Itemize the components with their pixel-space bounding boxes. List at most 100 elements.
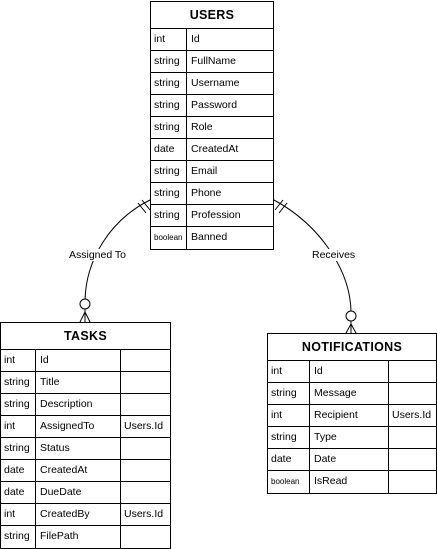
attribute-reference bbox=[389, 383, 437, 404]
attribute-type: int bbox=[271, 365, 283, 377]
attribute-type: string bbox=[271, 387, 297, 399]
attribute-row[interactable]: date DueDate bbox=[1, 482, 170, 504]
attribute-type: int bbox=[4, 354, 16, 366]
attribute-reference bbox=[121, 438, 173, 459]
attribute-name: Type bbox=[314, 431, 337, 443]
attribute-row[interactable]: int Id bbox=[151, 29, 273, 51]
attribute-name: Date bbox=[314, 453, 337, 465]
attribute-name: Phone bbox=[191, 187, 222, 199]
attribute-reference bbox=[121, 350, 173, 371]
attribute-name: FullName bbox=[191, 55, 236, 67]
entity-title: USERS bbox=[151, 2, 273, 29]
attribute-name: Id bbox=[314, 365, 323, 377]
attribute-type: boolean bbox=[154, 233, 183, 242]
entity-title: NOTIFICATIONS bbox=[268, 334, 436, 361]
attribute-row[interactable]: string Type bbox=[268, 427, 436, 449]
attribute-type: int bbox=[4, 420, 16, 432]
attribute-row[interactable]: string Username bbox=[151, 73, 273, 95]
assigned-to-crow-right bbox=[84, 311, 91, 323]
attribute-row[interactable]: boolean IsRead bbox=[268, 471, 436, 493]
attribute-row[interactable]: date CreatedAt bbox=[151, 139, 273, 161]
attribute-type: int bbox=[154, 33, 166, 45]
receives-one-bar-2 bbox=[278, 202, 288, 214]
attribute-row[interactable]: string Description bbox=[1, 394, 170, 416]
attribute-reference: Users.Id bbox=[124, 508, 164, 520]
attribute-name: Recipient bbox=[314, 409, 358, 421]
attribute-name: IsRead bbox=[314, 475, 348, 487]
attribute-reference bbox=[389, 471, 437, 493]
attribute-reference bbox=[389, 361, 437, 382]
attribute-type: string bbox=[154, 77, 180, 89]
attribute-row[interactable]: boolean Banned bbox=[151, 227, 273, 249]
attribute-type: string bbox=[4, 398, 30, 410]
attribute-type: date bbox=[4, 486, 25, 498]
attribute-row[interactable]: int CreatedBy Users.Id bbox=[1, 504, 170, 526]
attribute-reference bbox=[121, 460, 173, 481]
attribute-row[interactable]: int Id bbox=[268, 361, 436, 383]
assigned-to-one-bar-1 bbox=[137, 202, 147, 214]
attribute-reference: Users.Id bbox=[124, 420, 164, 432]
attribute-name: Id bbox=[191, 33, 200, 45]
relationship-label-receives: Receives bbox=[310, 249, 358, 261]
attribute-reference bbox=[121, 526, 173, 548]
attribute-reference bbox=[121, 482, 173, 503]
attribute-name: Profession bbox=[191, 209, 241, 221]
attribute-row[interactable]: string Message bbox=[268, 383, 436, 405]
receives-crow-left bbox=[345, 323, 352, 334]
attribute-row[interactable]: string Role bbox=[151, 117, 273, 139]
attribute-type: string bbox=[4, 530, 30, 542]
attribute-name: CreatedAt bbox=[191, 143, 239, 155]
attribute-type: date bbox=[271, 453, 292, 465]
attribute-type: string bbox=[154, 187, 180, 199]
attribute-name: Description bbox=[40, 398, 93, 410]
receives-crow-right bbox=[350, 323, 357, 334]
attribute-row[interactable]: date CreatedAt bbox=[1, 460, 170, 482]
attribute-reference bbox=[121, 394, 173, 415]
attribute-type: date bbox=[154, 143, 175, 155]
attribute-name: DueDate bbox=[40, 486, 82, 498]
assigned-to-line bbox=[84, 199, 151, 304]
attribute-type: string bbox=[154, 55, 180, 67]
attribute-type: date bbox=[4, 464, 25, 476]
assigned-to-crow-left bbox=[79, 311, 86, 323]
relationship-label-assigned-to: Assigned To bbox=[67, 249, 129, 261]
attribute-name: Title bbox=[40, 376, 60, 388]
attribute-name: CreatedAt bbox=[40, 464, 88, 476]
attribute-reference bbox=[389, 449, 437, 470]
attribute-type: int bbox=[271, 409, 283, 421]
attribute-reference: Users.Id bbox=[392, 409, 432, 421]
attribute-row[interactable]: string Phone bbox=[151, 183, 273, 205]
attribute-row[interactable]: string FullName bbox=[151, 51, 273, 73]
attribute-name: Message bbox=[314, 387, 357, 399]
attribute-type: string bbox=[4, 376, 30, 388]
attribute-name: Username bbox=[191, 77, 240, 89]
attribute-name: Role bbox=[191, 121, 213, 133]
attribute-type: int bbox=[4, 508, 16, 520]
attribute-row[interactable]: date Date bbox=[268, 449, 436, 471]
entity-title: TASKS bbox=[1, 323, 170, 350]
attribute-type: string bbox=[154, 209, 180, 221]
column-divider bbox=[120, 349, 121, 548]
attribute-row[interactable]: int AssignedTo Users.Id bbox=[1, 416, 170, 438]
attribute-row[interactable]: string Title bbox=[1, 372, 170, 394]
attribute-type: string bbox=[154, 121, 180, 133]
attribute-row[interactable]: string Profession bbox=[151, 205, 273, 227]
attribute-name: CreatedBy bbox=[40, 508, 90, 520]
attribute-type: string bbox=[154, 99, 180, 111]
attribute-row[interactable]: int Recipient Users.Id bbox=[268, 405, 436, 427]
attribute-name: Banned bbox=[191, 231, 228, 243]
attribute-type: string bbox=[271, 431, 297, 443]
attribute-type: boolean bbox=[271, 477, 300, 486]
attribute-name: AssignedTo bbox=[40, 420, 95, 432]
